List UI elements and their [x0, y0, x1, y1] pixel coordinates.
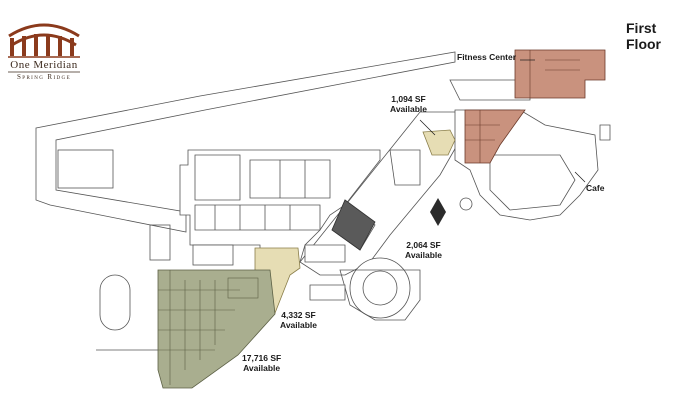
amenity-room-lines	[465, 50, 580, 163]
suite-2064-status: Available	[405, 250, 443, 260]
suite-17716-label: 17,716 SF Available	[242, 353, 281, 373]
suite-17716-room-lines	[158, 270, 259, 385]
skylight-feature	[430, 198, 446, 226]
suite-1094-label: 1,094 SF Available	[390, 94, 427, 114]
courtyard-circle	[459, 197, 473, 211]
logo-title: One Meridian	[10, 59, 78, 71]
suite-17716-area: 17,716 SF	[242, 353, 282, 363]
floor-title: First Floor	[626, 20, 661, 52]
suite-4332-area: 4,332 SF	[281, 310, 316, 320]
suite-1094-area: 1,094 SF	[391, 94, 426, 104]
east-lobby	[309, 257, 421, 321]
suite-4332-status: Available	[280, 320, 318, 330]
suite-2064-area: 2,064 SF	[406, 240, 441, 250]
fitness-center-area	[514, 49, 606, 99]
suite-17716-status: Available	[243, 363, 281, 373]
suite-1094[interactable]	[422, 129, 456, 156]
fitness-center-label: Fitness Center	[457, 52, 517, 62]
site-road	[35, 51, 456, 351]
suite-1094-status: Available	[390, 104, 428, 114]
suite-2064-label: 2,064 SF Available	[405, 240, 442, 260]
cafe-label: Cafe	[586, 183, 605, 193]
suite-4332-label: 4,332 SF Available	[280, 310, 317, 330]
leader-lines	[419, 59, 586, 183]
logo-icon	[8, 23, 80, 73]
logo-subtitle: Spring Ridge	[16, 73, 72, 81]
suite-17716[interactable]	[157, 269, 276, 389]
occupied-suite	[331, 199, 376, 251]
